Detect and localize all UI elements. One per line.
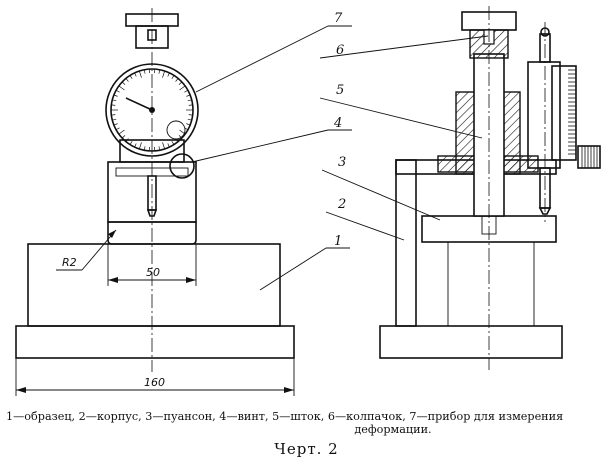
dial-tick bbox=[171, 141, 175, 145]
dial-tick bbox=[125, 138, 129, 142]
dial-tick bbox=[121, 81, 126, 85]
right-base-plate bbox=[379, 325, 563, 359]
dial-tick bbox=[179, 85, 186, 91]
dial-tick bbox=[162, 70, 166, 78]
dial-tick bbox=[118, 85, 125, 91]
leader-4 bbox=[191, 129, 329, 163]
knob-knurl bbox=[581, 146, 598, 168]
legend-line-2: деформации. bbox=[354, 423, 432, 436]
dial-tick bbox=[129, 141, 133, 145]
leader-6 bbox=[319, 35, 489, 59]
indicator-side-bezel bbox=[551, 65, 577, 161]
dial-tick bbox=[113, 94, 118, 97]
left-base-plate bbox=[15, 325, 295, 359]
dial-tick bbox=[187, 99, 192, 102]
dial-tick bbox=[129, 75, 133, 79]
dial-tick bbox=[113, 123, 118, 126]
callout-2: 2 bbox=[337, 197, 346, 212]
callout-1: 1 bbox=[334, 234, 342, 249]
dim160-arrow-left bbox=[16, 387, 26, 393]
dial-tick bbox=[167, 72, 170, 77]
indicator-probe-tip bbox=[538, 207, 552, 215]
dial-tick bbox=[134, 143, 137, 148]
dial-tick bbox=[125, 78, 129, 82]
dial-tick bbox=[184, 89, 189, 93]
leader-5 bbox=[319, 97, 483, 139]
dial-tick bbox=[187, 118, 192, 121]
left-stem-tip bbox=[146, 209, 158, 217]
callout-leaders bbox=[191, 25, 489, 291]
callout-7: 7 bbox=[334, 11, 343, 26]
callout-4: 4 bbox=[333, 116, 342, 131]
dial-tick bbox=[158, 146, 161, 151]
dial-tick bbox=[175, 78, 179, 82]
leader-1 bbox=[259, 247, 327, 291]
dial-tick bbox=[111, 104, 116, 106]
left-view bbox=[15, 8, 295, 396]
dial-tick bbox=[115, 127, 120, 131]
indicator-side-body bbox=[527, 61, 561, 169]
dial-tick bbox=[178, 81, 183, 85]
dial-tick bbox=[162, 142, 166, 150]
dim160-arrow-right bbox=[284, 387, 294, 393]
housing-column-left bbox=[395, 159, 417, 327]
dial-tick bbox=[143, 69, 146, 74]
r2-arrowhead bbox=[108, 230, 116, 238]
leader-2 bbox=[325, 211, 405, 241]
bezel-knurl bbox=[568, 69, 576, 155]
technical-drawing: 7 4 1 6 5 3 2 R2 50 160 bbox=[15, 6, 601, 396]
dial-subdial bbox=[166, 120, 186, 140]
dim-radius-label: R2 bbox=[62, 256, 77, 269]
callout-3: 3 bbox=[338, 155, 346, 170]
adjust-knob bbox=[577, 145, 601, 169]
dial-tick bbox=[188, 114, 193, 116]
left-punch-block bbox=[107, 221, 197, 245]
dial-tick bbox=[115, 89, 120, 93]
dial-tick bbox=[186, 123, 191, 126]
dial-tick bbox=[134, 72, 137, 77]
dial-needle bbox=[125, 97, 153, 111]
r2-leader bbox=[81, 229, 117, 271]
dial-tick bbox=[121, 135, 126, 139]
callout-5: 5 bbox=[336, 83, 344, 98]
right-view bbox=[379, 6, 601, 370]
dial-tick bbox=[138, 70, 142, 78]
dial-tick bbox=[171, 75, 175, 79]
screw-circle bbox=[169, 153, 195, 179]
dial-tick bbox=[138, 142, 142, 150]
callout-6: 6 bbox=[336, 43, 344, 58]
dim50-arrow-left bbox=[108, 277, 118, 283]
dial-tick bbox=[112, 118, 117, 121]
dial-tick bbox=[188, 104, 193, 106]
dial-ticks bbox=[111, 69, 193, 151]
dial-tick bbox=[186, 94, 191, 97]
dim-160-label: 160 bbox=[144, 376, 165, 389]
dim50-arrow-right bbox=[186, 277, 196, 283]
dial-tick bbox=[112, 99, 117, 102]
dial-tick bbox=[111, 114, 116, 116]
dial-tick bbox=[118, 129, 125, 135]
leader-7 bbox=[195, 25, 329, 93]
dial-tick bbox=[167, 143, 170, 148]
dim-50-label: 50 bbox=[146, 266, 160, 279]
dial-tick bbox=[143, 146, 146, 151]
dial-tick bbox=[158, 69, 161, 74]
legend: 1—образец, 2—корпус, 3—пуансон, 4—винт, … bbox=[6, 410, 610, 436]
figure-caption: Черт. 2 bbox=[274, 440, 339, 458]
legend-line-1: 1—образец, 2—корпус, 3—пуансон, 4—винт, … bbox=[6, 410, 564, 423]
leader-3 bbox=[321, 169, 441, 221]
right-specimen bbox=[447, 241, 535, 327]
